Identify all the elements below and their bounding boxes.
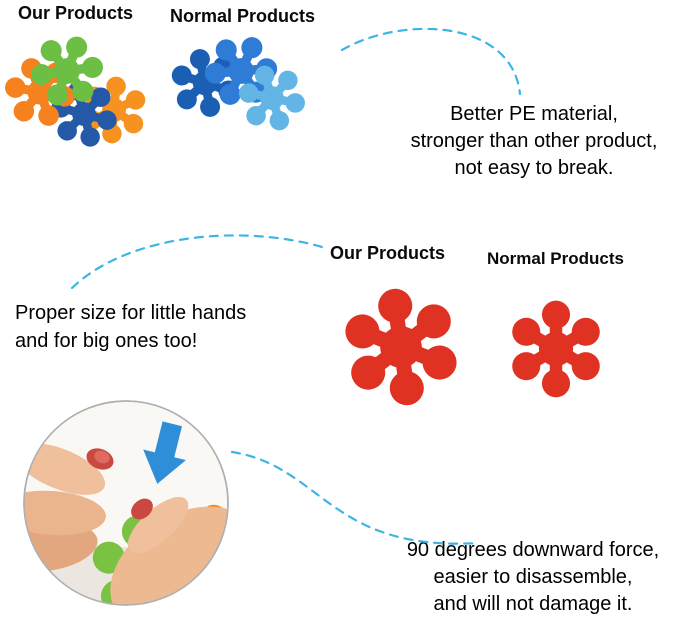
callout-line: Proper size for little hands — [15, 302, 247, 324]
callout-line: and will not damage it. — [433, 593, 633, 615]
right-hand-finger — [127, 496, 189, 554]
callout-line: Better PE material, — [450, 103, 618, 125]
hands-demo-photo — [23, 400, 229, 606]
callout-line: and for big ones too! — [15, 330, 198, 352]
left-thumb — [24, 443, 106, 495]
callout-line: easier to disassemble, — [433, 566, 633, 588]
flower-block-green-icon — [23, 27, 111, 115]
nail-highlight — [94, 450, 110, 464]
dashed-connector-bottom — [230, 450, 480, 545]
flower-block-lightblue-icon — [229, 55, 314, 140]
normal-products-cluster — [166, 32, 318, 142]
better-material-callout: Better PE material, stronger than other … — [393, 101, 675, 182]
dashed-connector-middle — [70, 234, 324, 290]
red-nail — [131, 498, 153, 520]
dashed-connector-top — [340, 27, 522, 96]
callout-line: stronger than other product, — [410, 130, 658, 152]
down-arrow-icon — [143, 421, 186, 484]
normal-products-label-middle: Normal Products — [487, 249, 624, 268]
callout-line: 90 degrees downward force, — [406, 539, 660, 561]
our-red-block-icon — [330, 276, 472, 418]
disassemble-callout: 90 degrees downward force, easier to dis… — [388, 537, 678, 618]
our-products-cluster — [2, 32, 160, 150]
normal-red-block-icon — [504, 297, 608, 401]
photo-circle-border — [23, 400, 229, 606]
size-callout: Proper size for little hands and for big… — [15, 299, 315, 355]
our-products-label-top: Our Products — [18, 3, 134, 23]
normal-products-label-top: Normal Products — [170, 6, 316, 26]
callout-line: not easy to break. — [454, 157, 614, 179]
our-products-label-middle: Our Products — [330, 243, 446, 263]
